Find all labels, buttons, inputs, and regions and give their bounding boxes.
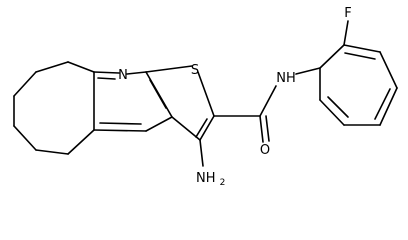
bond	[199, 139, 204, 167]
bond	[145, 65, 193, 73]
atom-label-s: S	[191, 63, 199, 78]
bond	[35, 149, 69, 155]
atom-labels: N S NH O F NH 2	[118, 6, 352, 188]
bond	[93, 129, 147, 132]
bond	[199, 115, 215, 141]
bond	[319, 99, 345, 126]
bond	[343, 20, 349, 46]
bond	[319, 44, 345, 69]
bond	[259, 85, 277, 117]
bond	[149, 79, 167, 109]
atom-label-nh2-base: NH	[196, 171, 216, 186]
bond	[265, 115, 270, 142]
bond	[126, 71, 147, 75]
atom-label-nh2: NH 2	[196, 171, 225, 188]
bond	[35, 61, 69, 73]
atom-label-nh2-subscript: 2	[220, 178, 226, 188]
atom-label-n: N	[118, 68, 128, 83]
bond	[295, 67, 321, 75]
bond	[99, 122, 142, 125]
bond	[344, 52, 376, 60]
bond	[343, 44, 381, 53]
bond	[259, 115, 264, 143]
bond	[379, 51, 398, 89]
bond	[13, 71, 37, 97]
bond	[327, 96, 349, 118]
atom-label-f: F	[344, 6, 351, 21]
atom-label-nh: NH	[276, 71, 296, 86]
bond	[67, 61, 95, 73]
bond-lines	[13, 20, 398, 167]
bond	[171, 116, 201, 141]
bond	[13, 125, 37, 151]
bond	[195, 118, 208, 138]
bond	[97, 77, 116, 80]
bond	[93, 71, 120, 74]
chemical-structure: N S NH O F NH 2	[13, 6, 398, 188]
bond	[197, 71, 215, 117]
bond	[374, 88, 391, 120]
bond	[379, 87, 398, 126]
bond	[145, 116, 173, 132]
atom-label-o: O	[260, 143, 270, 158]
bond	[67, 129, 95, 155]
